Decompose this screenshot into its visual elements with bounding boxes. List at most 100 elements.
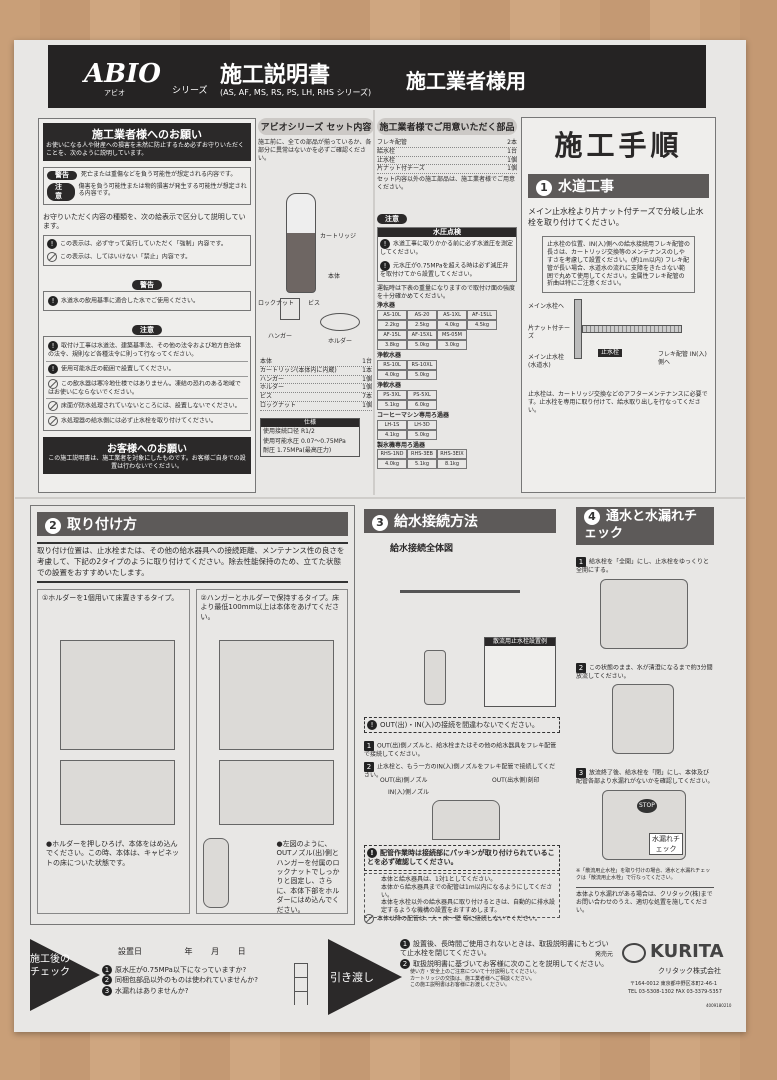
weight-cell: 5.0kg xyxy=(407,370,437,380)
step-text: OUT(出)側ノズルと、給水栓またはその他の給水器具をフレキ配管で接続してくださ… xyxy=(364,742,557,759)
company-name: クリタック株式会社 xyxy=(658,967,721,975)
step-text: 給水栓を「全開」にし、止水栓をゆっくりと全開にする。 xyxy=(576,558,710,574)
customer-text: この施工説明書は、施工業者を対象にしたものです。お客様ご自身での設置は行わないで… xyxy=(48,455,246,471)
item-qty: 1個 xyxy=(362,401,372,409)
handover-item: 設置後、長時間ご使用されないときは、取扱説明書にもとづいて止水栓を閉じてください… xyxy=(400,940,609,958)
model-cell: AS-10L xyxy=(377,310,407,321)
label: メイン水栓へ xyxy=(528,303,565,311)
prohibit-text: 本体以降の配管は、大・床・壁 等に接続しないでください。 xyxy=(377,915,541,923)
step1-note: 止水栓は、カートリッジ交換などのアフターメンテナンスに必要です。止水栓を専用に取… xyxy=(528,391,708,414)
item-name: ホルダー xyxy=(260,384,285,392)
check-item: 原水圧が0.75MPa以下になっていますか? xyxy=(115,966,247,974)
item-name: ビス xyxy=(260,393,273,401)
weight-cell: 3.8kg xyxy=(377,340,407,351)
mandatory-icon: ! xyxy=(48,340,58,351)
num-icon: 2 xyxy=(102,975,112,986)
pressure-item: 元水圧が0.75MPaを超える時は必ず減圧弁を取付けてから設置してください。 xyxy=(380,262,509,279)
type2-note: ●左図のように、OUTノズル(出)側とハンガーを付属のロックナットでしっかりと固… xyxy=(276,839,340,914)
model-cell: AF-15L xyxy=(377,330,407,341)
num-icon: 1 xyxy=(400,939,410,949)
label: ロックナット xyxy=(258,300,295,307)
fold-line xyxy=(373,110,375,495)
contact-note: 本体より水漏れがある場合は、クリタック(株)までお問い合わせのうえ、適切な処置を… xyxy=(576,887,714,914)
step1-illustration xyxy=(600,578,688,649)
step-icon: 1 xyxy=(364,741,374,751)
weight-note: 運転時は下表の重量になりますので取付け面の強度を十分確かめてください。 xyxy=(377,284,516,300)
item-qty: 2本 xyxy=(507,139,517,146)
step-number: 2 xyxy=(45,518,61,534)
weight-cell: 3.0kg xyxy=(437,340,467,351)
item-qty: 1個 xyxy=(362,384,372,392)
requests-title: 施工業者様へのお願い xyxy=(92,128,202,141)
label: 片ナット付チーズ xyxy=(528,325,571,340)
warning-text: 水道水の飲用基準に適合した水でご使用ください。 xyxy=(61,297,200,305)
step-icon: 2 xyxy=(576,662,586,673)
weight-cell: 5.1kg xyxy=(377,399,407,410)
inset-title: 散流用止水栓設置例 xyxy=(485,638,555,646)
check-label: 施工後のチェック xyxy=(30,954,70,978)
section-title: 給水接続方法 xyxy=(394,514,478,530)
item-name: カートリッジ(本体内に内蔵) xyxy=(260,366,337,374)
weight-cell: 4.1kg xyxy=(377,429,407,440)
header-bar: ABIO アビオ シリーズ 施工説明書 (AS, AF, MS, RS, PS,… xyxy=(48,45,706,108)
prohibited-icon xyxy=(47,251,57,262)
type1-cabinet-illustration xyxy=(60,759,175,825)
set-contents-panel: アビオシリーズ セット内容 施工前に、全ての部品が揃っているか、各部分に異常はな… xyxy=(258,118,374,493)
procedure-title: 施工手順 xyxy=(554,129,683,162)
spec-value: R1/2 xyxy=(300,427,315,435)
step-text: 放流終了後、給水栓を「閉」にし、本体及び配管各部より水漏れがないかを確認してくだ… xyxy=(576,769,714,786)
spec-title: 仕様 xyxy=(261,419,359,427)
model-cell: AS-1XL xyxy=(437,310,467,321)
model-cell: RS-10XL xyxy=(407,360,437,370)
day-label: 日 xyxy=(237,947,246,956)
weight-cell: 5.0kg xyxy=(407,340,437,351)
model-cell: AF-15XL xyxy=(407,330,437,341)
label: IN(入)側ノズル xyxy=(388,789,429,796)
handover-bullet: 使い方・安全上のご注意について十分説明してください。 xyxy=(410,969,540,976)
step2-illustration xyxy=(612,684,674,755)
prohibited-icon xyxy=(48,378,58,389)
doc-subtitle: (AS, AF, MS, RS, PS, LH, RHS シリーズ) xyxy=(220,88,372,97)
step3-illustration: STOP 水漏れチェック xyxy=(602,790,686,861)
caution-badge: 注意 xyxy=(377,213,407,224)
model-cell: MS-05M xyxy=(437,330,467,341)
weight-cell: 4.0kg xyxy=(377,370,407,380)
check-boxes[interactable] xyxy=(294,963,308,1005)
note: 本体と給水器具は、1対1としてください。 xyxy=(381,876,497,883)
item-qty: 1台 xyxy=(362,358,372,365)
warning-badge: 警告 xyxy=(132,279,162,290)
parts-title: 施工業者様でご用意いただく部品 xyxy=(377,118,517,135)
step1-callout: 止水栓の位置、IN(入)側への給水接続用フレキ配管の長さは、カートリッジ交換等の… xyxy=(542,236,695,294)
caution-badge: 注意 xyxy=(132,324,162,335)
seller-label: 発売元 xyxy=(595,951,614,958)
step1-text: メイン止水栓より片ナット付チーズで分岐し止水栓を取り付けてください。 xyxy=(528,207,704,228)
note: 本体を水栓以外の給水器具に取り付けるときは、自動的に排水設定するような機構の設置… xyxy=(381,899,556,915)
set-title: アビオシリーズ セット内容 xyxy=(258,118,374,135)
label: OUT(出水側)刻印 xyxy=(492,777,540,784)
mandatory-icon: ! xyxy=(47,238,57,249)
num-icon: 1 xyxy=(102,965,112,975)
label: ホルダー xyxy=(328,338,353,345)
warn1-text: OUT(出)・IN(入)の接続を間違わないでください。 xyxy=(380,721,539,729)
caution-item: 使用可能水圧の範囲で設置してください。 xyxy=(61,365,175,373)
pressure-item: 水道工事に取りかかる前に必ず水道圧を測定してください。 xyxy=(380,240,514,257)
caution-text: 傷害を負う可能性または物的損害が発生する可能性が想定される内容です。 xyxy=(78,182,247,198)
mandatory-icon: ! xyxy=(48,363,58,374)
model-cell: RHS-1ND xyxy=(377,449,407,460)
filter-illustration xyxy=(424,650,446,705)
check-arrow xyxy=(30,939,100,1011)
type2-illustration xyxy=(218,639,334,750)
leak-check-label: 水漏れチェック xyxy=(649,833,683,856)
label: ビス xyxy=(308,300,321,307)
section4-note: ※「散流用止水栓」を取り付けの場合、通水と水漏れチェックは「散流用止水栓」で行な… xyxy=(576,868,711,881)
item-qty: 7本 xyxy=(362,393,372,401)
weight-group-title: 製氷機専用ろ過器 xyxy=(377,441,426,449)
